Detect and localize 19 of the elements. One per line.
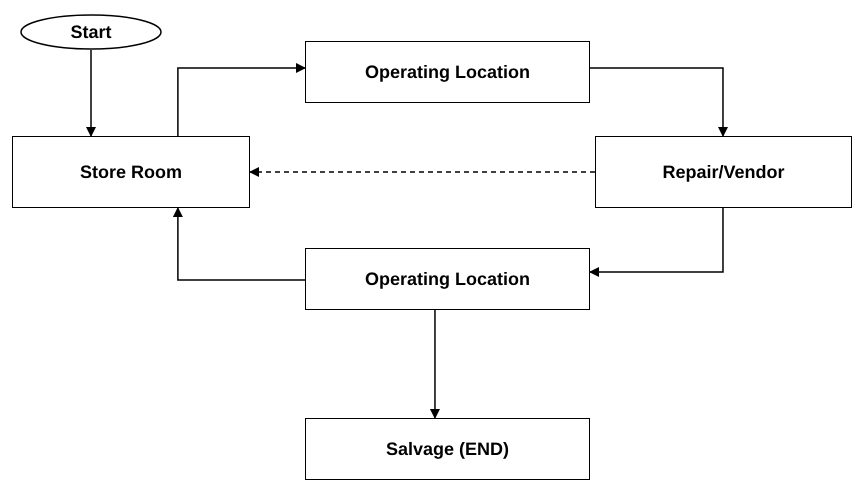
- arrow: [430, 310, 440, 419]
- node-label: Store Room: [80, 162, 182, 182]
- node-label: Operating Location: [364, 62, 530, 82]
- process-box: [595, 136, 852, 208]
- arrow: [589, 208, 724, 277]
- arrow: [590, 67, 728, 137]
- node-label: Repair/Vendor: [662, 162, 785, 182]
- node-label: Operating Location: [364, 268, 530, 290]
- process-box: [305, 418, 590, 480]
- arrow: [249, 167, 595, 177]
- process-box: [305, 248, 590, 310]
- node-label: Start: [70, 22, 112, 42]
- process-box: [12, 136, 250, 208]
- arrow: [177, 62, 306, 136]
- process-box: [305, 41, 590, 103]
- node-label: Salvage (END): [386, 438, 510, 460]
- arrow: [172, 207, 305, 281]
- arrow: [86, 50, 96, 137]
- start-ellipse: [20, 14, 162, 50]
